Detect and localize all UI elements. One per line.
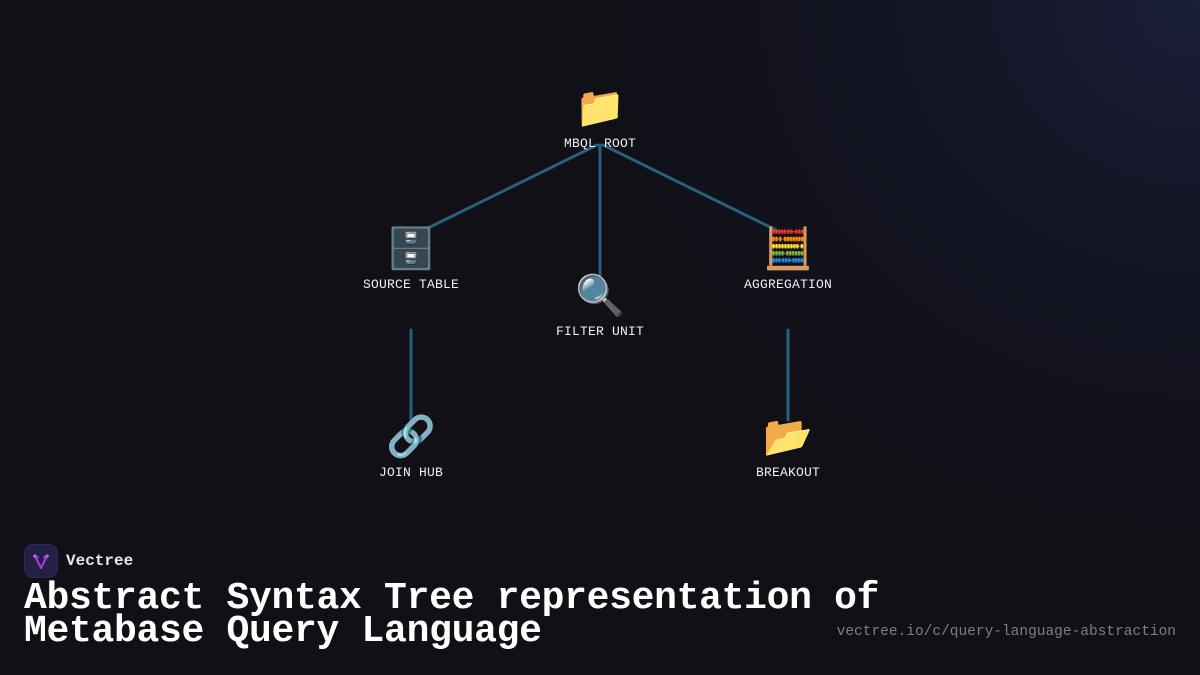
node-label: MBQL ROOT — [563, 136, 637, 151]
node-breakout[interactable]: 📂 BREAKOUT — [756, 413, 820, 480]
open-folder-icon: 📂 — [763, 414, 813, 460]
magnifying-glass-icon: 🔍 — [575, 273, 625, 319]
node-label: AGGREGATION — [743, 277, 833, 292]
node-filter-unit[interactable]: 🔍 FILTER UNIT — [556, 272, 644, 339]
node-mbql-root[interactable]: 📁 MBQL ROOT — [564, 84, 636, 151]
edge-root-aggregation — [601, 143, 778, 232]
node-source-table[interactable]: 🗄️ SOURCE TABLE — [363, 225, 459, 292]
edge-root-source — [422, 143, 599, 232]
file-cabinet-icon: 🗄️ — [386, 226, 436, 272]
node-aggregation[interactable]: 🧮 AGGREGATION — [744, 225, 832, 292]
node-label: JOIN HUB — [378, 465, 444, 480]
node-label: FILTER UNIT — [555, 324, 645, 339]
vectree-logo-icon — [24, 544, 58, 578]
abacus-icon: 🧮 — [763, 226, 813, 272]
node-label: BREAKOUT — [755, 465, 821, 480]
node-label: SOURCE TABLE — [362, 277, 460, 292]
link-icon: 🔗 — [386, 414, 436, 460]
brand: Vectree — [24, 544, 133, 578]
node-join-hub[interactable]: 🔗 JOIN HUB — [379, 413, 443, 480]
title-line-2: Metabase Query Language — [24, 610, 542, 653]
title-line-1: Abstract Syntax Tree representation of — [24, 577, 880, 620]
source-url[interactable]: vectree.io/c/query-language-abstraction — [836, 624, 1176, 640]
folder-icon: 📁 — [575, 85, 625, 131]
page-title: Abstract Syntax Tree representation of M… — [24, 577, 880, 653]
brand-name: Vectree — [66, 552, 134, 570]
